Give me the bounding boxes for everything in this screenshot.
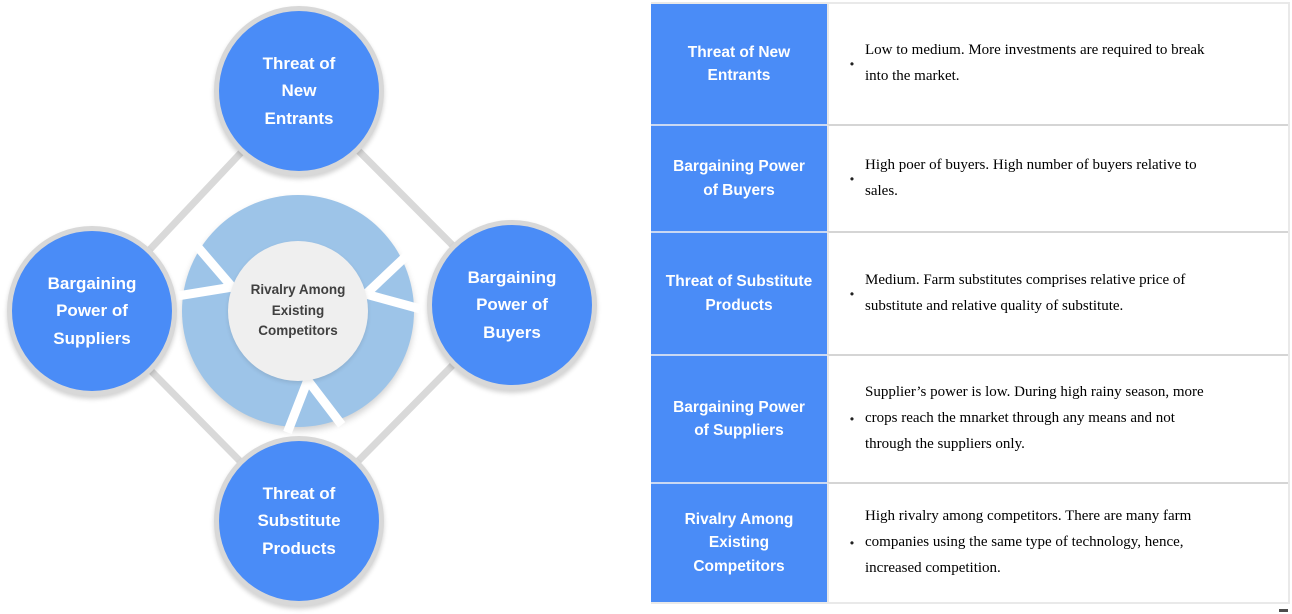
table-row: Threat of New Entrants • Low to medium. … [651, 4, 1288, 124]
table-row: Bargaining Power of Suppliers • Supplier… [651, 354, 1288, 482]
table-row: Threat of Substitute Products • Medium. … [651, 231, 1288, 354]
node-label: Bargaining Power of Buyers [467, 268, 557, 342]
bullet-icon: • [849, 171, 855, 186]
cut-off-page-number [1279, 609, 1288, 612]
node-threat-of-substitute-products: Threat of Substitute Products [214, 436, 384, 606]
node-label: Threat of Substitute Products [257, 484, 341, 558]
row-body-text: High poer of buyers. High number of buye… [865, 156, 1197, 199]
row-body: • Medium. Farm substitutes comprises rel… [827, 231, 1288, 354]
row-body-text: Medium. Farm substitutes comprises relat… [865, 271, 1186, 314]
table-row: Bargaining Power of Buyers • High poer o… [651, 124, 1288, 231]
center-node-label: Rivalry Among Existing Competitors [250, 281, 346, 339]
row-body: • Supplier’s power is low. During high r… [827, 354, 1288, 482]
row-header: Bargaining Power of Suppliers [651, 354, 827, 482]
forces-table: Threat of New Entrants • Low to medium. … [651, 2, 1290, 604]
bullet-icon: • [849, 57, 855, 71]
node-threat-of-new-entrants: Threat of New Entrants [214, 6, 384, 176]
five-forces-diagram: Rivalry Among Existing Competitors Threa… [7, 6, 597, 606]
center-node-rivalry: Rivalry Among Existing Competitors [228, 241, 368, 381]
row-body-text: Supplier’s power is low. During high rai… [865, 384, 1204, 452]
row-body-text: Low to medium. More investments are requ… [865, 42, 1205, 84]
row-header: Bargaining Power of Buyers [651, 124, 827, 231]
row-body: • High rivalry among competitors. There … [827, 482, 1288, 602]
row-body: • Low to medium. More investments are re… [827, 4, 1288, 124]
row-header: Threat of Substitute Products [651, 231, 827, 354]
row-header: Threat of New Entrants [651, 4, 827, 124]
bullet-icon: • [849, 536, 855, 550]
row-header: Rivalry Among Existing Competitors [651, 482, 827, 602]
node-bargaining-power-of-suppliers: Bargaining Power of Suppliers [7, 226, 177, 396]
bullet-icon: • [849, 286, 855, 301]
row-body: • High poer of buyers. High number of bu… [827, 124, 1288, 231]
node-bargaining-power-of-buyers: Bargaining Power of Buyers [427, 220, 597, 390]
bullet-icon: • [849, 412, 855, 426]
table-row: Rivalry Among Existing Competitors • Hig… [651, 482, 1288, 602]
row-body-text: High rivalry among competitors. There ar… [865, 508, 1192, 576]
node-label: Bargaining Power of Suppliers [47, 274, 137, 348]
node-label: Threat of New Entrants [262, 54, 336, 128]
